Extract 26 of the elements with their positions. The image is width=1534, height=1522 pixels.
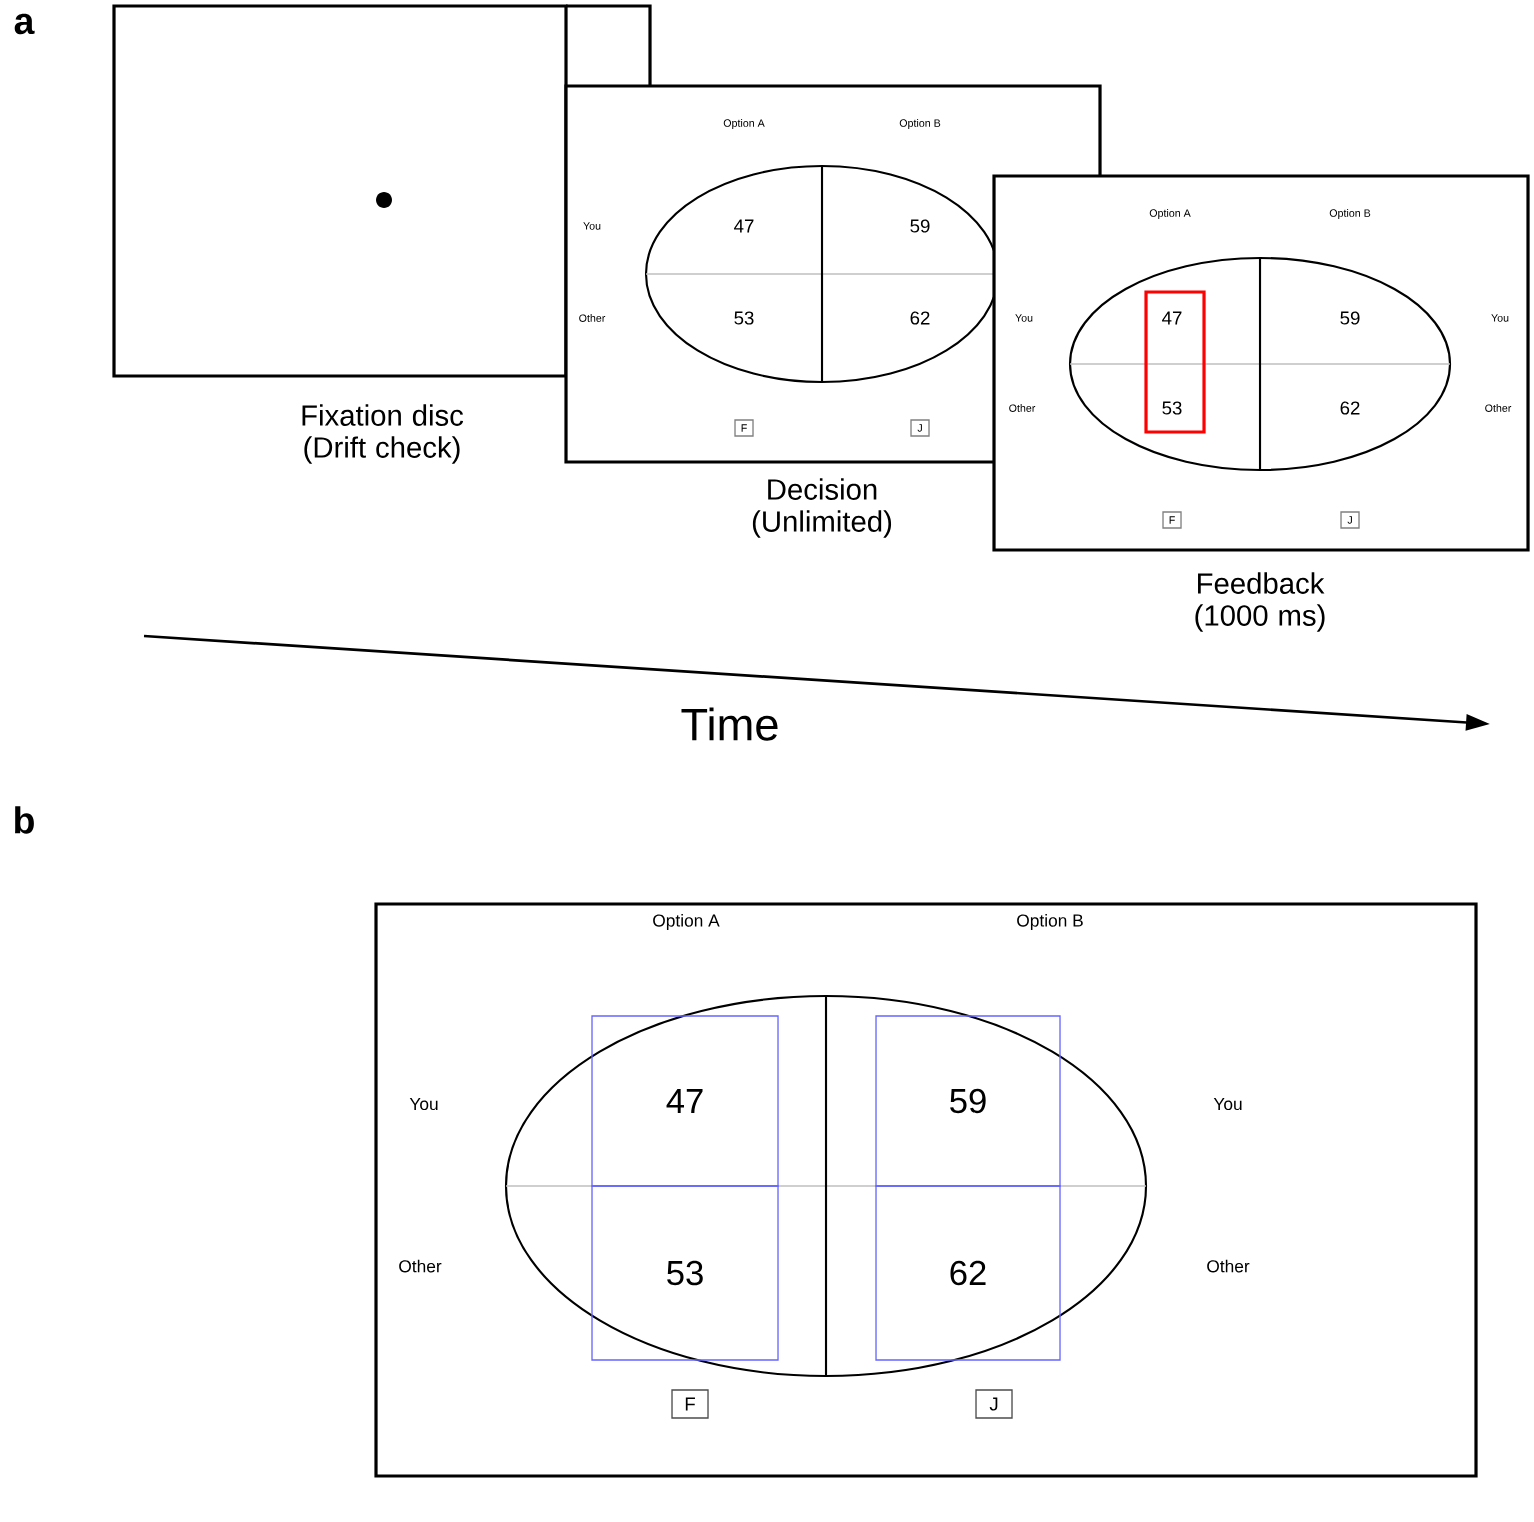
payoff-number: 62 <box>1340 401 1360 415</box>
payoff-number: 62 <box>910 311 930 325</box>
key-box: F <box>671 1389 709 1419</box>
payoff-number: 53 <box>734 311 754 325</box>
payoff-number: 47 <box>1162 311 1182 325</box>
payoff-number: 53 <box>1162 401 1182 415</box>
key-box: J <box>975 1389 1013 1419</box>
screen-caption: Feedback (1000 ms) <box>1195 572 1325 632</box>
payoff-box: 59 <box>875 1015 1061 1187</box>
panel-letter: a <box>14 13 35 35</box>
row-column-label: Option B <box>1017 913 1083 931</box>
axis-label: Time <box>681 707 778 741</box>
payoff-box: 53 <box>591 1185 779 1361</box>
screen-caption: Fixation disc (Drift check) <box>302 404 464 464</box>
row-column-label: You <box>1213 1097 1242 1111</box>
row-column-label: Other <box>1207 1259 1250 1273</box>
panel-letter: b <box>15 806 34 834</box>
payoff-number: 47 <box>734 219 754 233</box>
row-column-label: Other <box>399 1259 442 1273</box>
payoff-number: 59 <box>1340 311 1360 325</box>
row-column-label: Option A <box>653 913 720 931</box>
screen-caption: Decision (Unlimited) <box>752 478 892 538</box>
payoff-number: 59 <box>910 219 930 233</box>
row-column-label: You <box>409 1097 438 1111</box>
payoff-box: 62 <box>875 1185 1061 1361</box>
payoff-box: 47 <box>591 1015 779 1187</box>
